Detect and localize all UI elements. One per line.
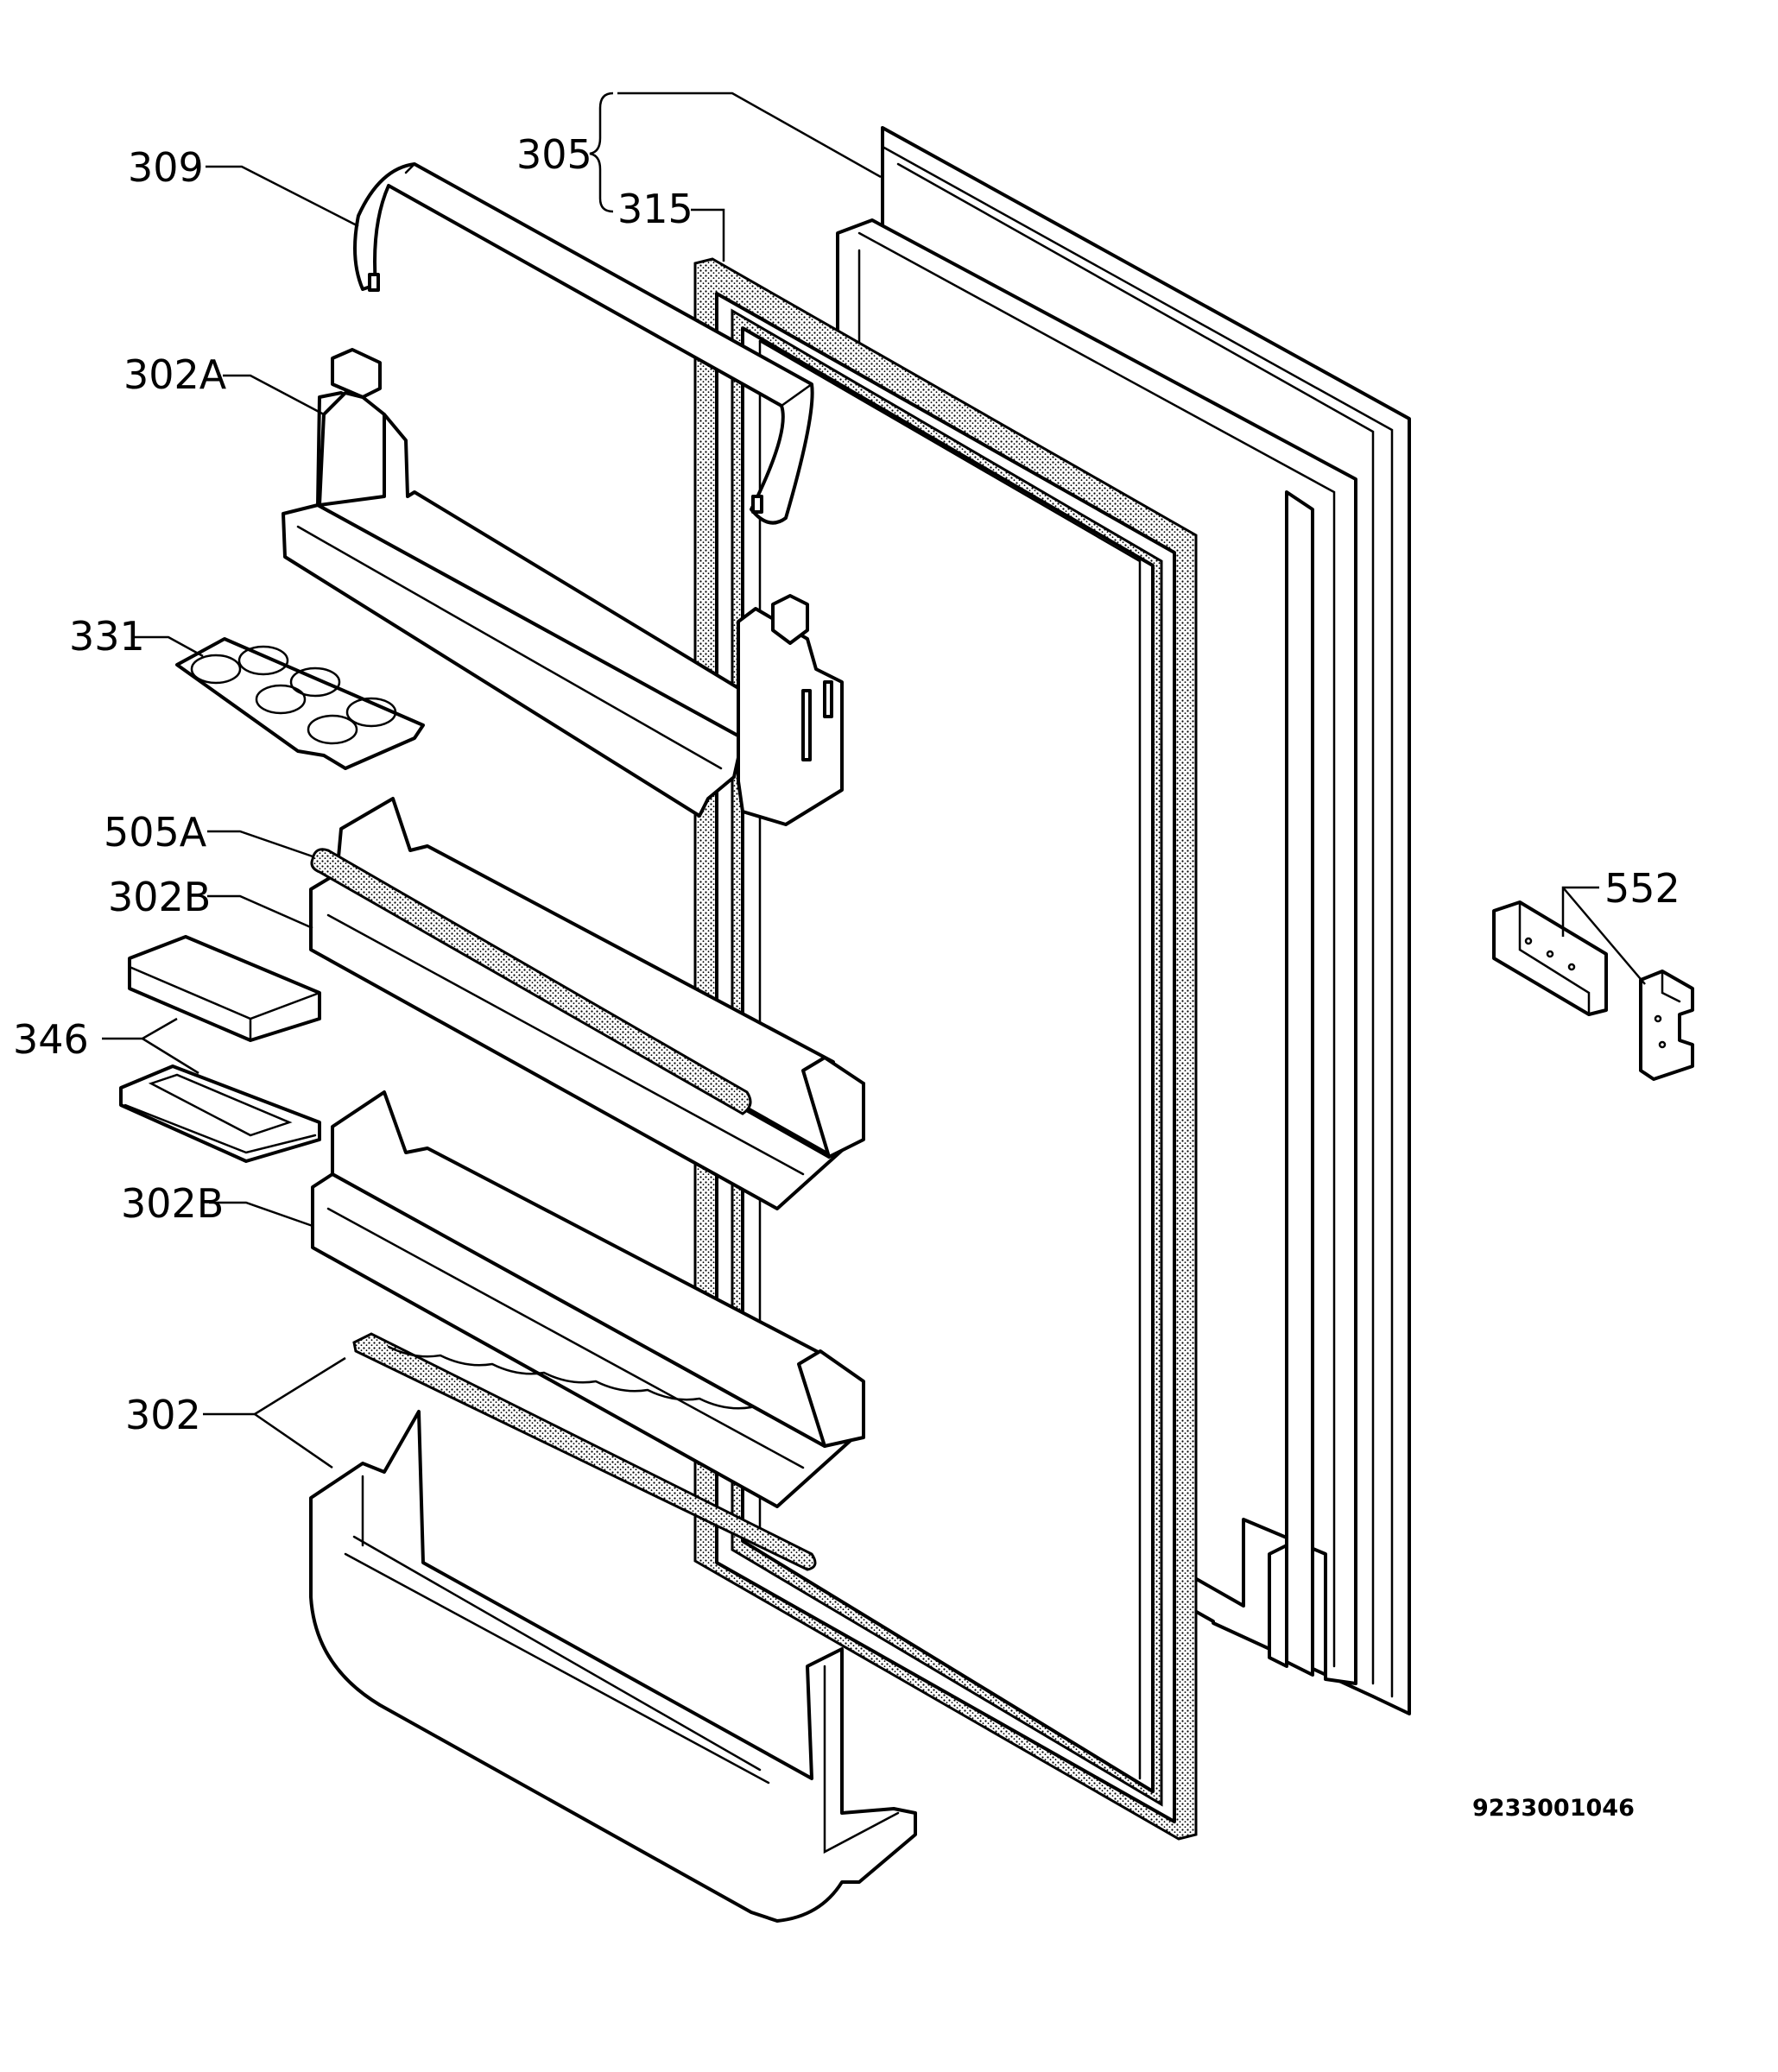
label-346: 346	[13, 1016, 89, 1063]
label-302b-upper: 302B	[108, 874, 211, 920]
label-305: 305	[516, 131, 592, 178]
bottom-rod	[352, 1332, 817, 1571]
drawing-number: 9233001046	[1472, 1795, 1635, 1822]
label-302: 302	[125, 1392, 201, 1438]
hinge-brackets-552	[1492, 900, 1694, 1081]
label-309: 309	[128, 144, 204, 191]
label-315: 315	[617, 186, 693, 232]
label-505a: 505A	[104, 809, 207, 856]
butter-dish	[119, 935, 321, 1163]
leader-lines	[102, 92, 1646, 1469]
lower-shelf-302b-lower	[311, 1090, 865, 1508]
label-302b-lower: 302B	[121, 1180, 224, 1227]
label-552: 552	[1604, 865, 1680, 912]
middle-shelf-302b-upper	[309, 797, 865, 1210]
top-lid	[353, 162, 814, 525]
label-302a: 302A	[123, 351, 227, 398]
top-shelf-302a	[282, 348, 844, 826]
label-331: 331	[69, 613, 145, 660]
bottom-bin-302	[309, 1410, 917, 1923]
egg-tray	[175, 637, 425, 770]
